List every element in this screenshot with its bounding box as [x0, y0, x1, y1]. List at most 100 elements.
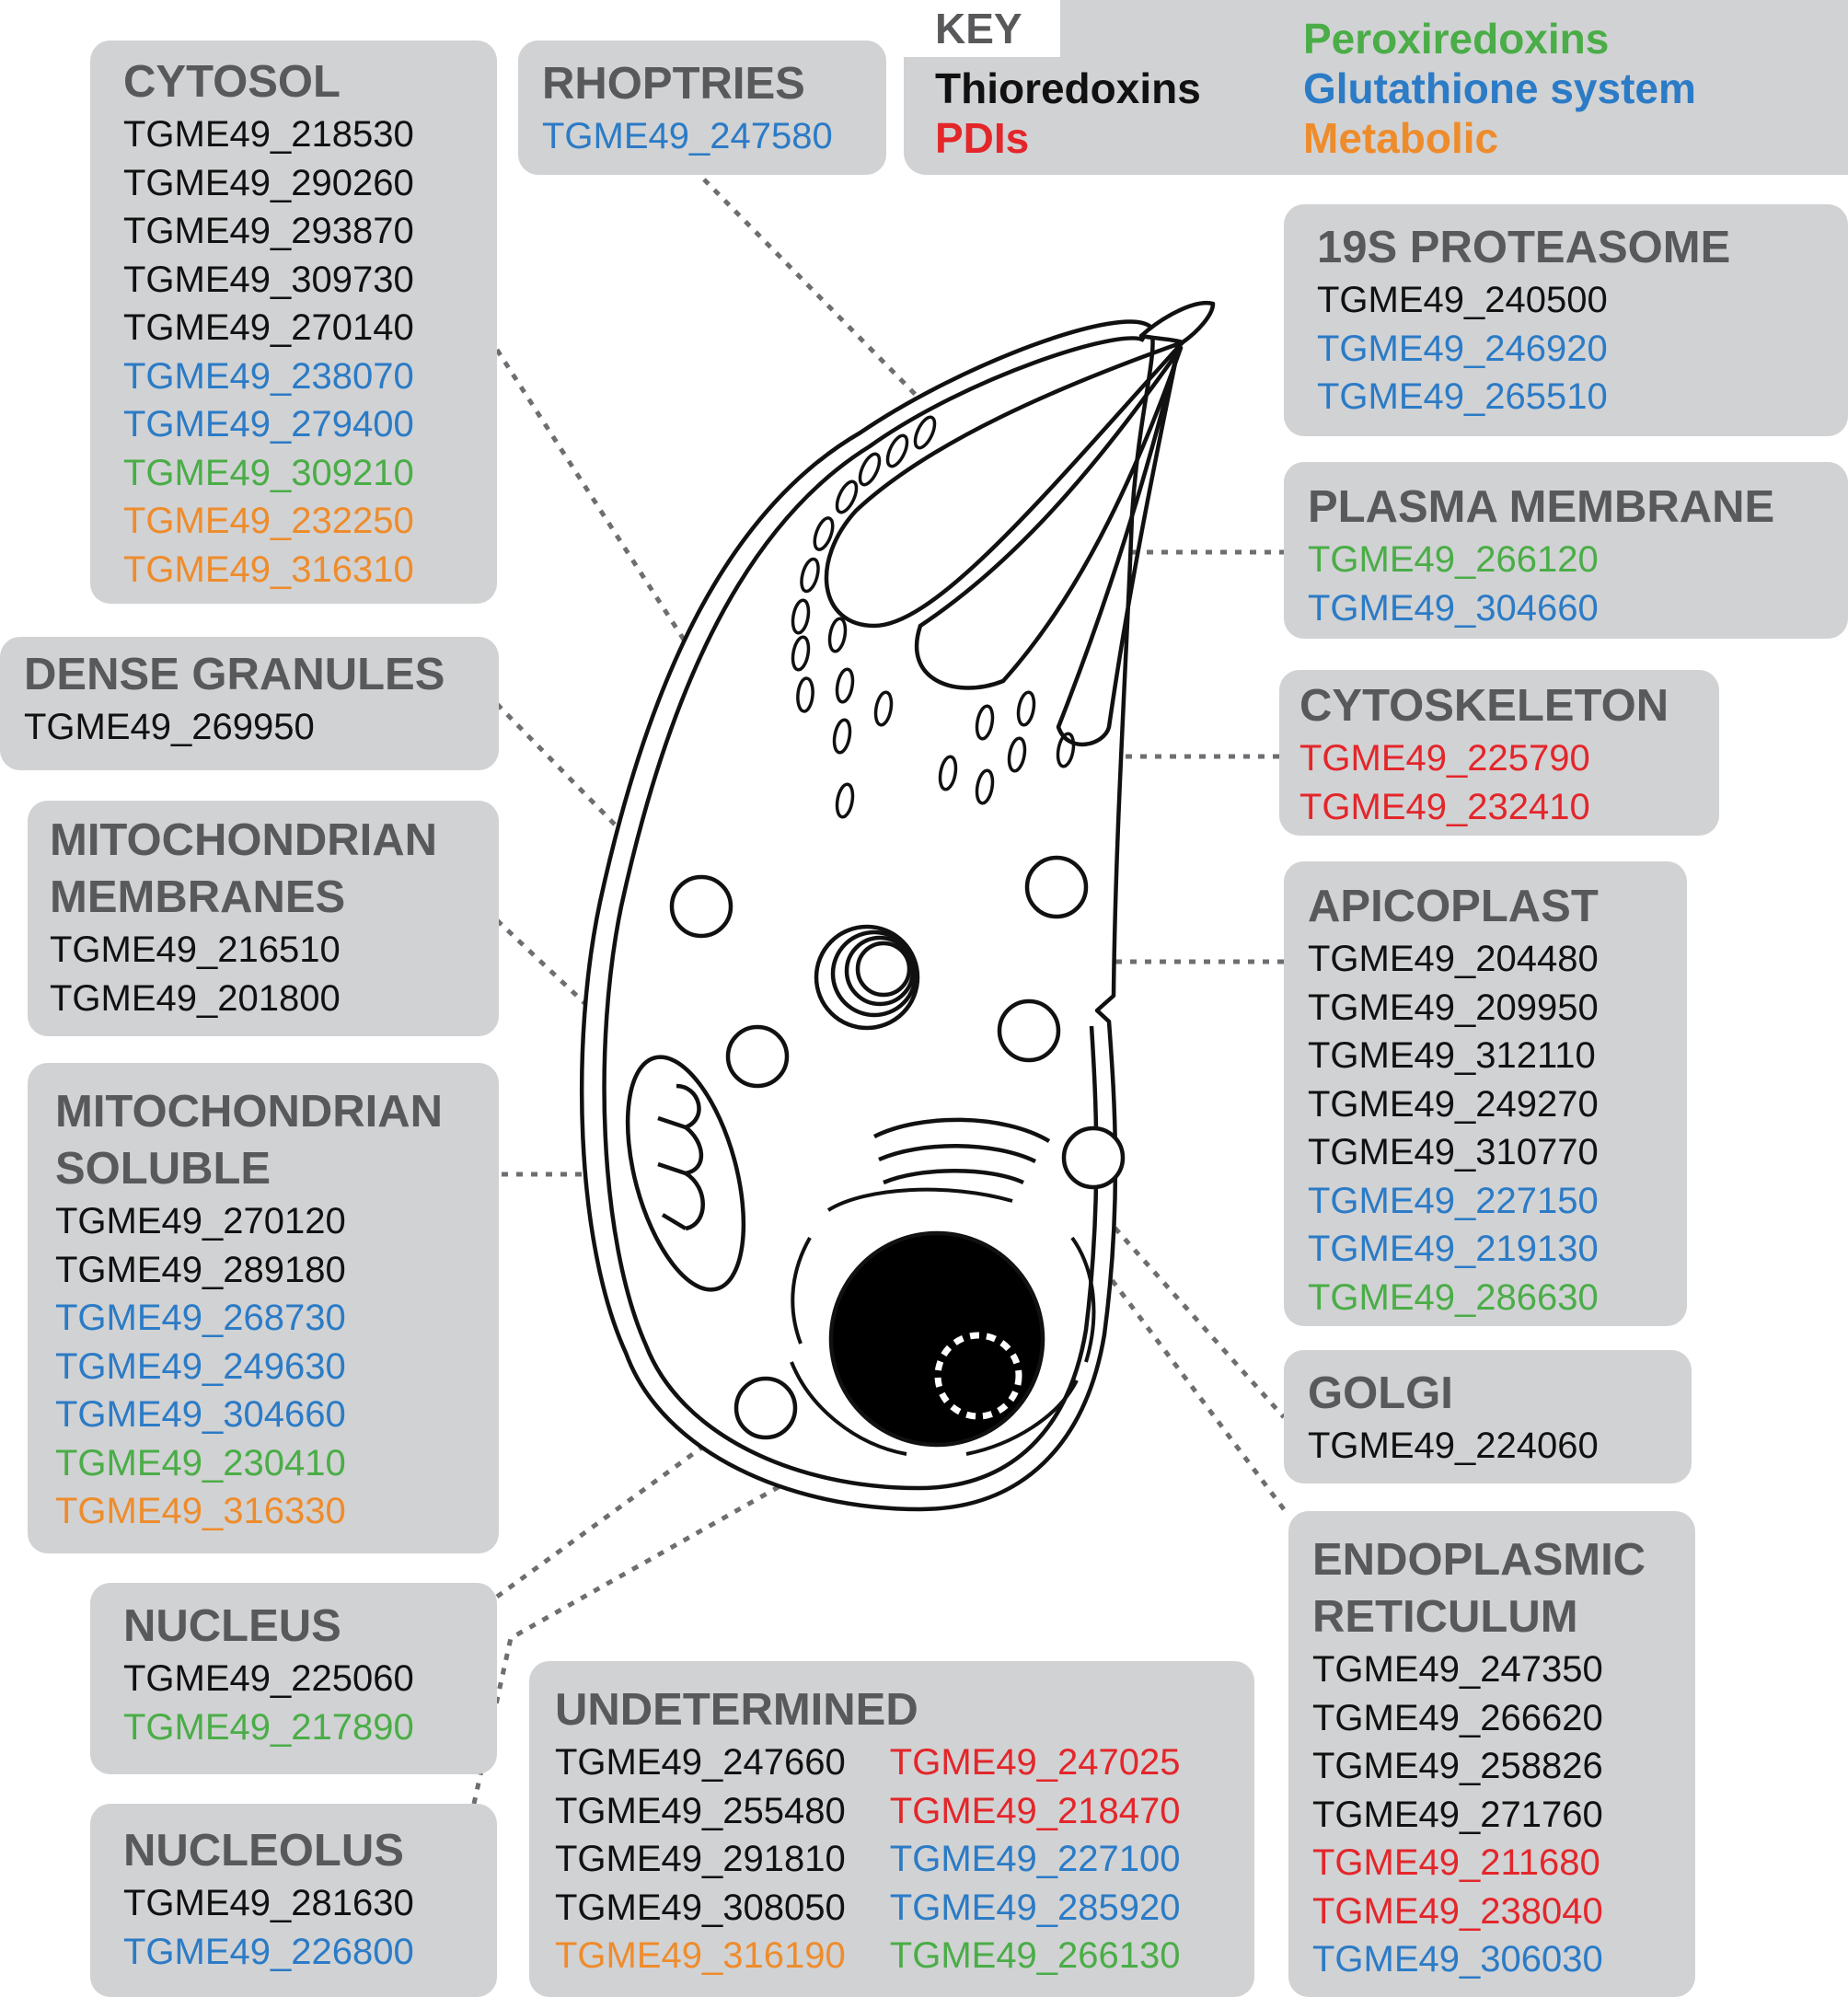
gene-id: TGME49_232250: [123, 501, 414, 541]
compartment-title: MITOCHONDRIAN MEMBRANES: [50, 815, 438, 922]
gene-id: TGME49_211680: [1312, 1842, 1600, 1883]
compartment-dense-granules: DENSE GRANULES TGME49_269950: [0, 637, 499, 770]
key-glutathione-system: Glutathione system: [1303, 64, 1696, 112]
gene-id: TGME49_255480: [555, 1790, 846, 1831]
gene-id: TGME49_291810: [555, 1839, 846, 1879]
compartment-title: PLASMA MEMBRANE: [1308, 482, 1775, 532]
gene-id: TGME49_227100: [889, 1839, 1181, 1879]
key-title: KEY: [904, 0, 1060, 57]
golgi-stacks: [872, 1117, 1051, 1185]
gene-id: TGME49_316330: [55, 1491, 346, 1531]
gene-id: TGME49_309210: [123, 452, 414, 493]
gene-id: TGME49_270140: [123, 307, 414, 348]
gene-id: TGME49_265510: [1317, 376, 1608, 417]
gene-id: TGME49_281630: [123, 1883, 414, 1923]
gene-id: TGME49_238040: [1312, 1890, 1603, 1932]
gene-id: TGME49_309730: [123, 259, 414, 300]
gene-id: TGME49_240500: [1317, 280, 1608, 320]
gene-id: TGME49_266130: [889, 1935, 1181, 1976]
endoplasmic-reticulum: [790, 1187, 1096, 1456]
gene-id: TGME49_270120: [55, 1201, 346, 1241]
gene-id: TGME49_216510: [50, 929, 341, 970]
key-pdis: PDIs: [935, 114, 1030, 162]
gene-id: TGME49_204480: [1308, 939, 1599, 979]
key-thioredoxins: Thioredoxins: [935, 64, 1201, 112]
compartment-title: NUCLEUS: [123, 1601, 341, 1651]
gene-id: TGME49_312110: [1308, 1035, 1596, 1076]
gene-id: TGME49_306030: [1312, 1939, 1603, 1980]
gene-id: TGME49_289180: [55, 1249, 346, 1290]
key-metabolic: Metabolic: [1303, 114, 1499, 162]
gene-id: TGME49_219130: [1308, 1229, 1599, 1269]
gene-id: TGME49_316310: [123, 548, 414, 590]
compartment-title: UNDETERMINED: [555, 1685, 918, 1735]
compartment-title: APICOPLAST: [1308, 882, 1599, 931]
gene-id: TGME49_266120: [1308, 539, 1599, 580]
gene-id: TGME49_269950: [24, 707, 315, 747]
compartment-title: CYTOSOL: [123, 57, 341, 107]
compartment-title: RHOPTRIES: [542, 59, 805, 109]
gene-id: TGME49_247350: [1312, 1649, 1603, 1690]
gene-id: TGME49_232410: [1299, 786, 1590, 827]
leader-rhoptries: [702, 178, 973, 453]
mitochondrion: [625, 1055, 746, 1292]
compartment-title: CYTOSKELETON: [1299, 681, 1669, 731]
apicoplast: [814, 924, 920, 1031]
rhoptries: [824, 340, 1185, 746]
gene-id: TGME49_209950: [1308, 987, 1599, 1028]
conoid: [1138, 300, 1216, 345]
nucleolus: [934, 1332, 1022, 1420]
cell: [579, 300, 1216, 1512]
nucleus: [828, 1230, 1045, 1448]
gene-id: TGME49_247025: [889, 1742, 1181, 1783]
compartment-title: NUCLEOLUS: [123, 1826, 404, 1876]
gene-id: TGME49_230410: [55, 1442, 346, 1483]
gene-id: TGME49_293870: [123, 211, 414, 251]
gene-id: TGME49_304660: [1308, 587, 1599, 629]
gene-id: TGME49_290260: [123, 162, 414, 203]
compartment-title: GOLGI: [1308, 1368, 1453, 1418]
gene-id: TGME49_316190: [555, 1935, 846, 1976]
key-legend: KEY Thioredoxins PDIs Peroxiredoxins Glu…: [904, 0, 1848, 175]
gene-id: TGME49_249630: [55, 1345, 346, 1387]
gene-id: TGME49_201800: [50, 977, 341, 1019]
compartment-rhoptries: RHOPTRIES TGME49_247580: [518, 40, 886, 175]
gene-id: TGME49_238070: [123, 355, 414, 397]
gene-id: TGME49_308050: [555, 1887, 846, 1928]
gene-id: TGME49_304660: [55, 1394, 346, 1435]
gene-id: TGME49_286630: [1308, 1276, 1599, 1318]
gene-id: TGME49_249270: [1308, 1083, 1599, 1125]
gene-id: TGME49_258826: [1312, 1746, 1603, 1786]
key-peroxiredoxins: Peroxiredoxins: [1303, 15, 1610, 63]
cell-inner-membrane: [602, 336, 1146, 1491]
compartment-title: ENDOPLASMIC RETICULUM: [1312, 1535, 1646, 1642]
compartment-title: 19S PROTEASOME: [1317, 223, 1731, 272]
gene-id: TGME49_224060: [1308, 1426, 1599, 1466]
gene-id: TGME49_310770: [1308, 1132, 1599, 1172]
gene-id: TGME49_247580: [542, 116, 833, 156]
gene-id: TGME49_285920: [889, 1887, 1181, 1928]
gene-id: TGME49_218530: [123, 114, 414, 155]
compartment-title: DENSE GRANULES: [24, 650, 445, 699]
compartment-title: MITOCHONDRIAN SOLUBLE: [55, 1087, 444, 1194]
